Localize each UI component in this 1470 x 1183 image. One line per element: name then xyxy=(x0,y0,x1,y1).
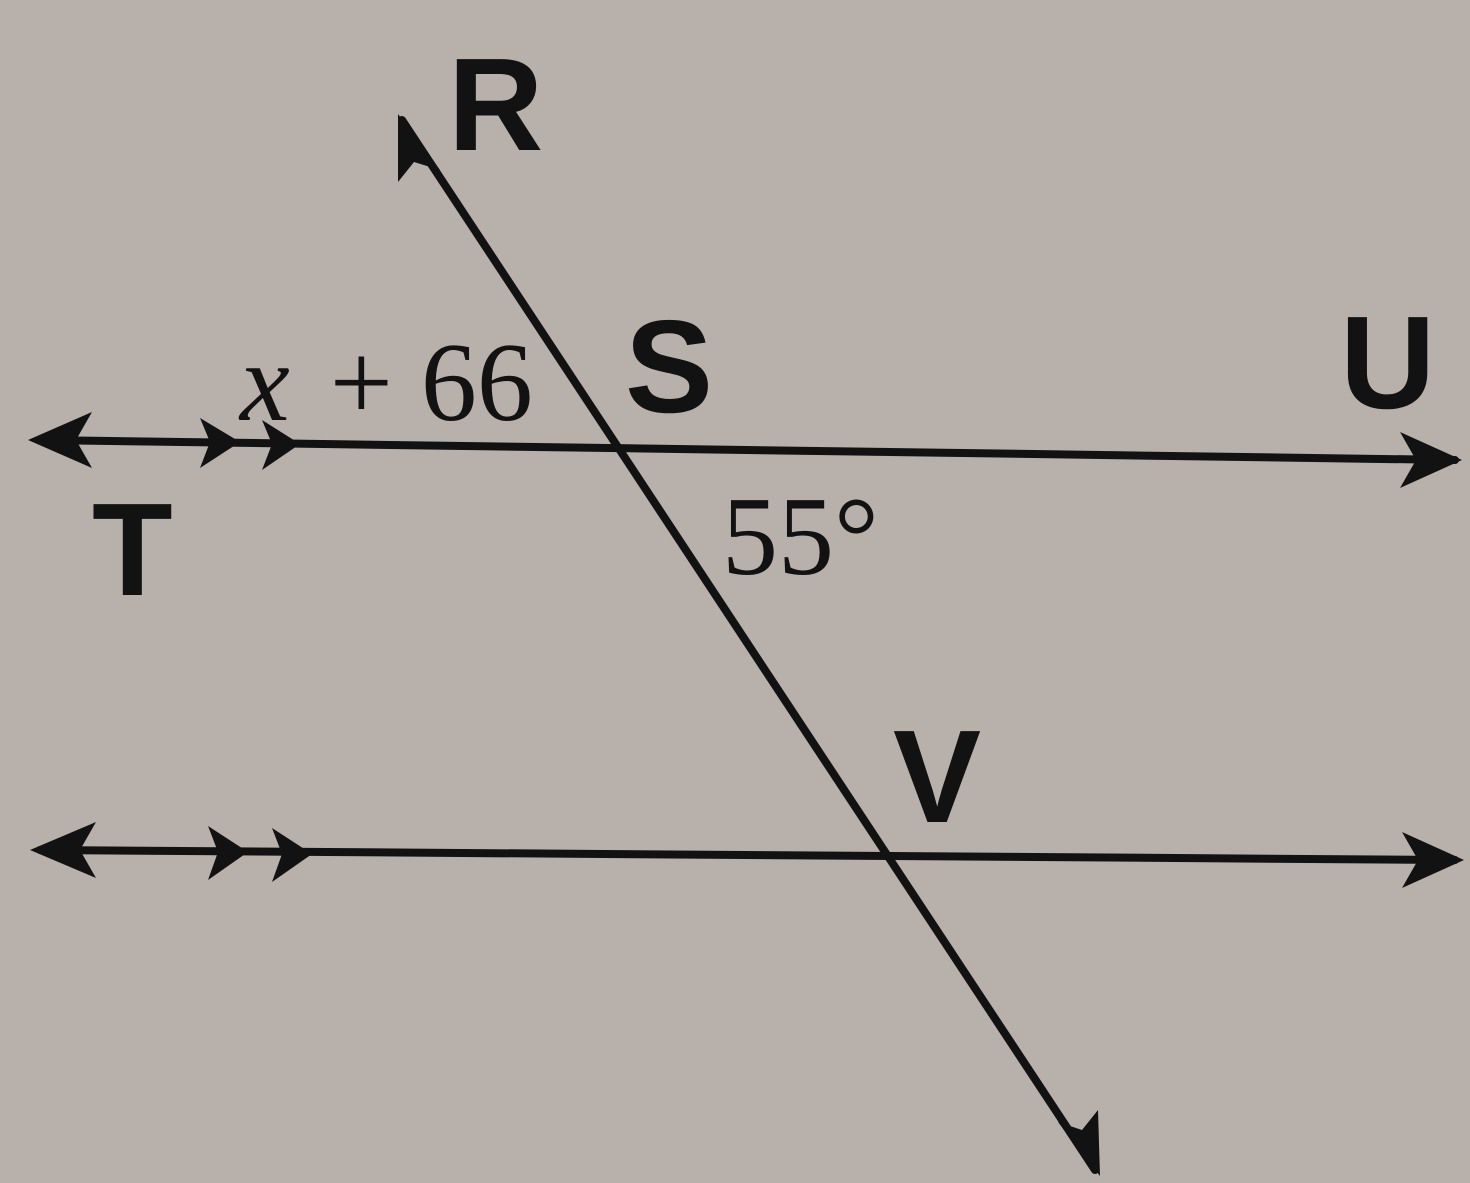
transversal xyxy=(398,114,1100,1176)
parallel-mark-upper-1 xyxy=(200,418,240,468)
angle-variable: x xyxy=(238,321,290,445)
line-lower xyxy=(30,822,1464,888)
transversal-top-arrow xyxy=(398,114,440,182)
parallel-mark-lower-1 xyxy=(208,826,248,880)
parallel-mark-lower-2 xyxy=(272,828,312,882)
line-tu-right-arrow xyxy=(1400,432,1462,488)
angle-label-x-plus-66: x + 66 xyxy=(238,321,533,445)
point-label-t: T xyxy=(92,476,173,623)
line-lower-right-arrow xyxy=(1402,832,1464,888)
point-label-v: V xyxy=(893,703,981,850)
line-tu xyxy=(28,412,1462,488)
line-lower-left-arrow xyxy=(30,822,96,878)
line-tu-left-arrow xyxy=(28,412,92,468)
angle-label-55: 55° xyxy=(722,475,879,599)
point-label-u: U xyxy=(1340,289,1435,436)
transversal-bottom-arrow xyxy=(1058,1110,1100,1176)
point-label-r: R xyxy=(448,31,543,178)
point-label-s: S xyxy=(625,293,713,440)
parallel-mark-upper-2 xyxy=(262,420,300,470)
angle-expression-rest: + 66 xyxy=(330,321,533,445)
